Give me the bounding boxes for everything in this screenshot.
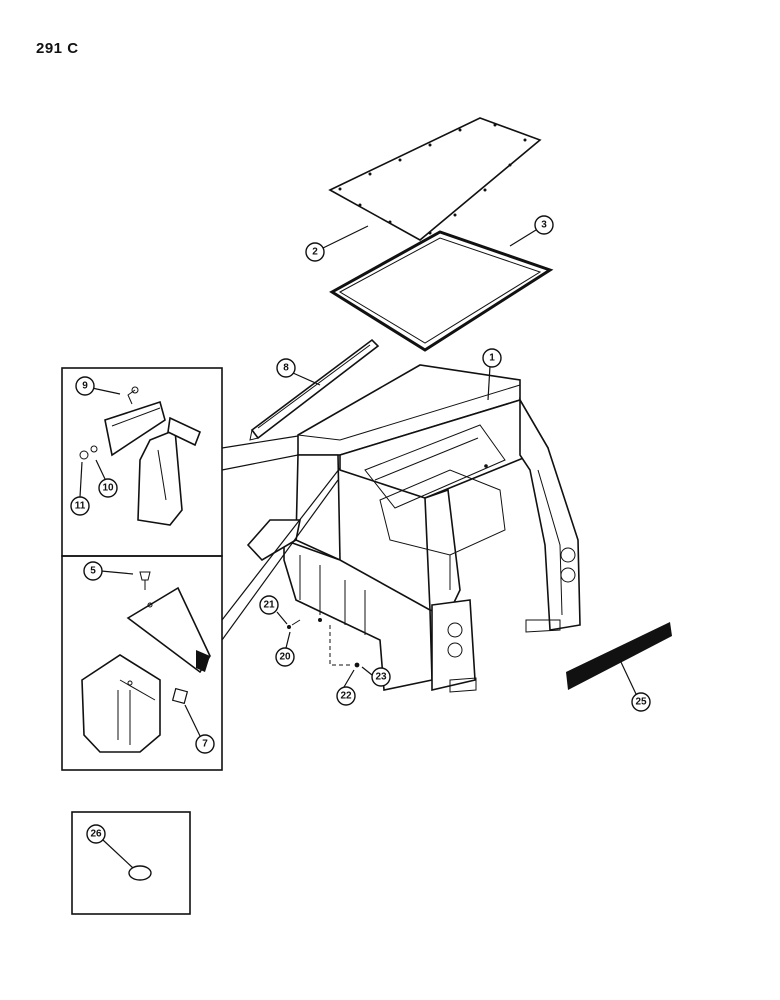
callout-20: 20 bbox=[275, 647, 295, 667]
roof-panel bbox=[328, 117, 542, 241]
callout-label: 10 bbox=[102, 483, 114, 494]
callout-label: 1 bbox=[489, 353, 495, 364]
callout-2: 2 bbox=[305, 242, 325, 262]
leader-lines bbox=[79, 225, 637, 869]
callout-1: 1 bbox=[482, 348, 502, 368]
callout-26: 26 bbox=[86, 824, 106, 844]
callout-label: 5 bbox=[90, 566, 96, 577]
callout-9: 9 bbox=[75, 376, 95, 396]
callout-label: 7 bbox=[202, 739, 208, 750]
detail-inset-lower bbox=[61, 467, 341, 771]
callout-label: 2 bbox=[312, 247, 318, 258]
callout-label: 25 bbox=[635, 697, 647, 708]
callout-label: 9 bbox=[82, 381, 88, 392]
callout-label: 20 bbox=[279, 652, 291, 663]
callout-3: 3 bbox=[534, 215, 554, 235]
cab-frame bbox=[246, 364, 581, 693]
callout-label: 23 bbox=[375, 672, 387, 683]
callout-label: 8 bbox=[283, 363, 289, 374]
callout-23: 23 bbox=[371, 667, 391, 687]
callout-label: 26 bbox=[90, 829, 102, 840]
callout-11: 11 bbox=[70, 496, 90, 516]
fastener-hardware bbox=[287, 618, 360, 668]
page-number-label: 291 C bbox=[36, 40, 79, 57]
callout-label: 22 bbox=[340, 691, 352, 702]
detail-inset-upper bbox=[61, 367, 299, 557]
callout-5: 5 bbox=[83, 561, 103, 581]
callout-21: 21 bbox=[259, 595, 279, 615]
callout-8: 8 bbox=[276, 358, 296, 378]
callout-label: 21 bbox=[263, 600, 275, 611]
callout-25: 25 bbox=[631, 692, 651, 712]
callout-7: 7 bbox=[195, 734, 215, 754]
decal-strip bbox=[566, 622, 672, 690]
detail-inset-plug bbox=[71, 811, 191, 915]
callout-22: 22 bbox=[336, 686, 356, 706]
callout-label: 11 bbox=[75, 501, 86, 512]
trim-strip bbox=[249, 338, 380, 441]
callout-10: 10 bbox=[98, 478, 118, 498]
roof-seal bbox=[329, 230, 554, 352]
callout-label: 3 bbox=[541, 220, 547, 231]
